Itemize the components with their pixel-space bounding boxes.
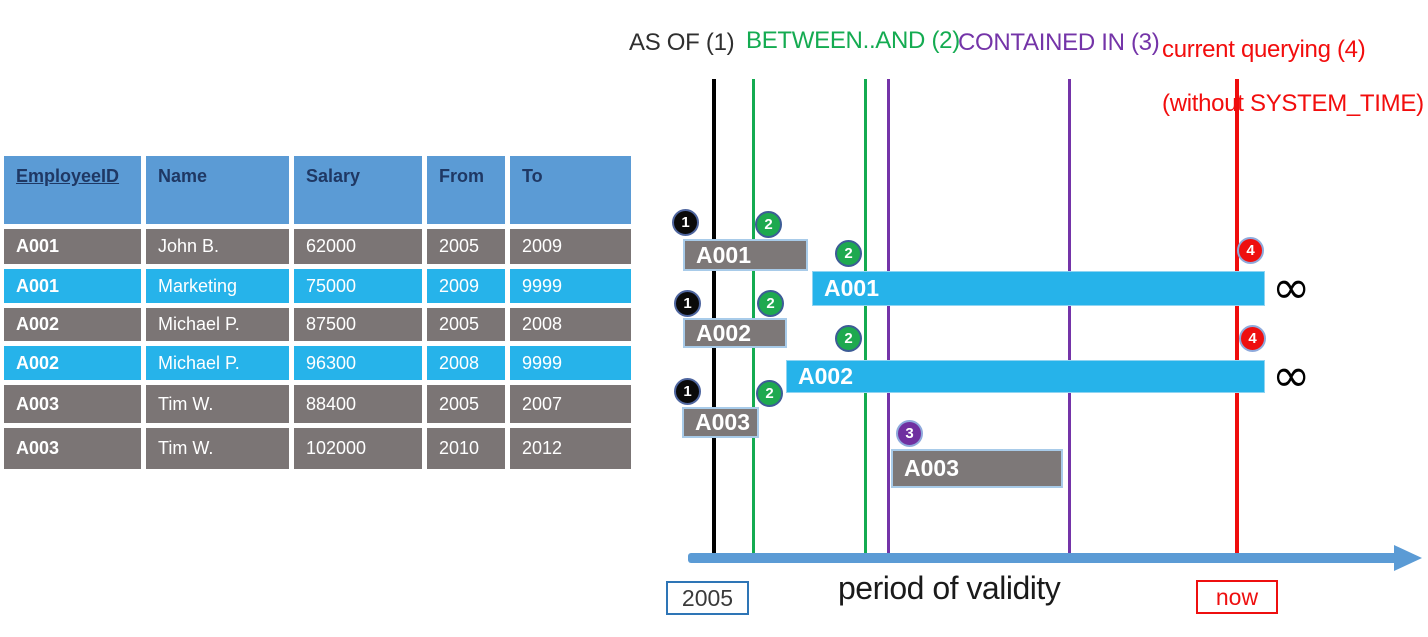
table-cell: A002 (4, 346, 141, 380)
table-cell: 2009 (510, 229, 631, 264)
table-cell: A003 (4, 385, 141, 423)
column-header-employeeid: EmployeeID (4, 156, 141, 224)
table-cell: 2008 (427, 346, 505, 380)
validity-bar-a003-old: A003 (682, 407, 759, 438)
table-cell: 9999 (510, 269, 631, 303)
table-cell: John B. (146, 229, 289, 264)
marker-4-a001-current: 4 (1237, 237, 1264, 264)
axis-now-box: now (1196, 580, 1278, 614)
column-header-label: Salary (306, 166, 361, 186)
table-cell: 9999 (510, 346, 631, 380)
contained-end-line (1068, 79, 1071, 561)
validity-bar-a002-old: A002 (683, 318, 787, 348)
column-header-label: Name (158, 166, 208, 186)
contained-start-line (887, 79, 890, 561)
marker-1-row3: 1 (674, 378, 701, 405)
table-cell: 96300 (294, 346, 422, 380)
marker-2-a001-current: 2 (835, 240, 862, 267)
validity-bar-a002-current: A002 (786, 360, 1265, 393)
table-cell: A001 (4, 269, 141, 303)
table-cell: Marketing (146, 269, 289, 303)
marker-2-row3: 2 (756, 380, 783, 407)
marker-1-row2: 1 (674, 290, 701, 317)
table-cell: Michael P. (146, 346, 289, 380)
marker-1-row1: 1 (672, 209, 699, 236)
legend-contained-in: CONTAINED IN (3) (958, 29, 1160, 56)
column-header-label: EmployeeID (16, 166, 120, 186)
legend-current-line2: (without SYSTEM_TIME) (1162, 90, 1424, 117)
column-header-salary: Salary (294, 156, 422, 224)
table-cell: Tim W. (146, 385, 289, 423)
marker-2-row1: 2 (755, 211, 782, 238)
table-cell: 88400 (294, 385, 422, 423)
table-cell: 2005 (427, 308, 505, 341)
validity-bar-a003-second: A003 (891, 449, 1063, 488)
marker-2-a002-current: 2 (835, 325, 862, 352)
time-axis-arrow-icon (1394, 545, 1422, 571)
axis-start-year-box: 2005 (666, 581, 749, 615)
table-cell: 2005 (427, 385, 505, 423)
table-cell: 2010 (427, 428, 505, 469)
infinity-icon: ∞ (1272, 348, 1311, 402)
column-header-to: To (510, 156, 631, 224)
legend-between-and: BETWEEN..AND (2) (746, 27, 960, 54)
table-cell: A002 (4, 308, 141, 341)
table-cell: Tim W. (146, 428, 289, 469)
table-cell: 2012 (510, 428, 631, 469)
infinity-icon: ∞ (1272, 260, 1311, 314)
table-cell: 2005 (427, 229, 505, 264)
axis-title: period of validity (838, 570, 1061, 606)
column-header-from: From (427, 156, 505, 224)
legend-current-querying: current querying (4) (without SYSTEM_TIM… (1162, 9, 1424, 144)
table-cell: 87500 (294, 308, 422, 341)
legend-as-of: AS OF (1) (629, 29, 735, 56)
table-cell: 62000 (294, 229, 422, 264)
marker-2-row2: 2 (757, 290, 784, 317)
column-header-label: From (439, 166, 484, 186)
table-cell: 2007 (510, 385, 631, 423)
legend-current-line1: current querying (4) (1162, 36, 1366, 63)
table-cell: 102000 (294, 428, 422, 469)
table-cell: 75000 (294, 269, 422, 303)
employee-history-table: EmployeeID Name Salary From To A001 John… (4, 156, 631, 469)
table-cell: 2009 (427, 269, 505, 303)
marker-4-a002-current: 4 (1239, 325, 1266, 352)
column-header-label: To (522, 166, 543, 186)
column-header-name: Name (146, 156, 289, 224)
table-cell: A003 (4, 428, 141, 469)
table-cell: Michael P. (146, 308, 289, 341)
time-axis-line (688, 553, 1398, 563)
table-cell: A001 (4, 229, 141, 264)
validity-bar-a001-old: A001 (683, 239, 808, 271)
now-line (1235, 79, 1239, 561)
between-end-line (864, 79, 867, 561)
marker-3-a003: 3 (896, 420, 923, 447)
table-cell: 2008 (510, 308, 631, 341)
validity-bar-a001-current: A001 (812, 271, 1265, 306)
